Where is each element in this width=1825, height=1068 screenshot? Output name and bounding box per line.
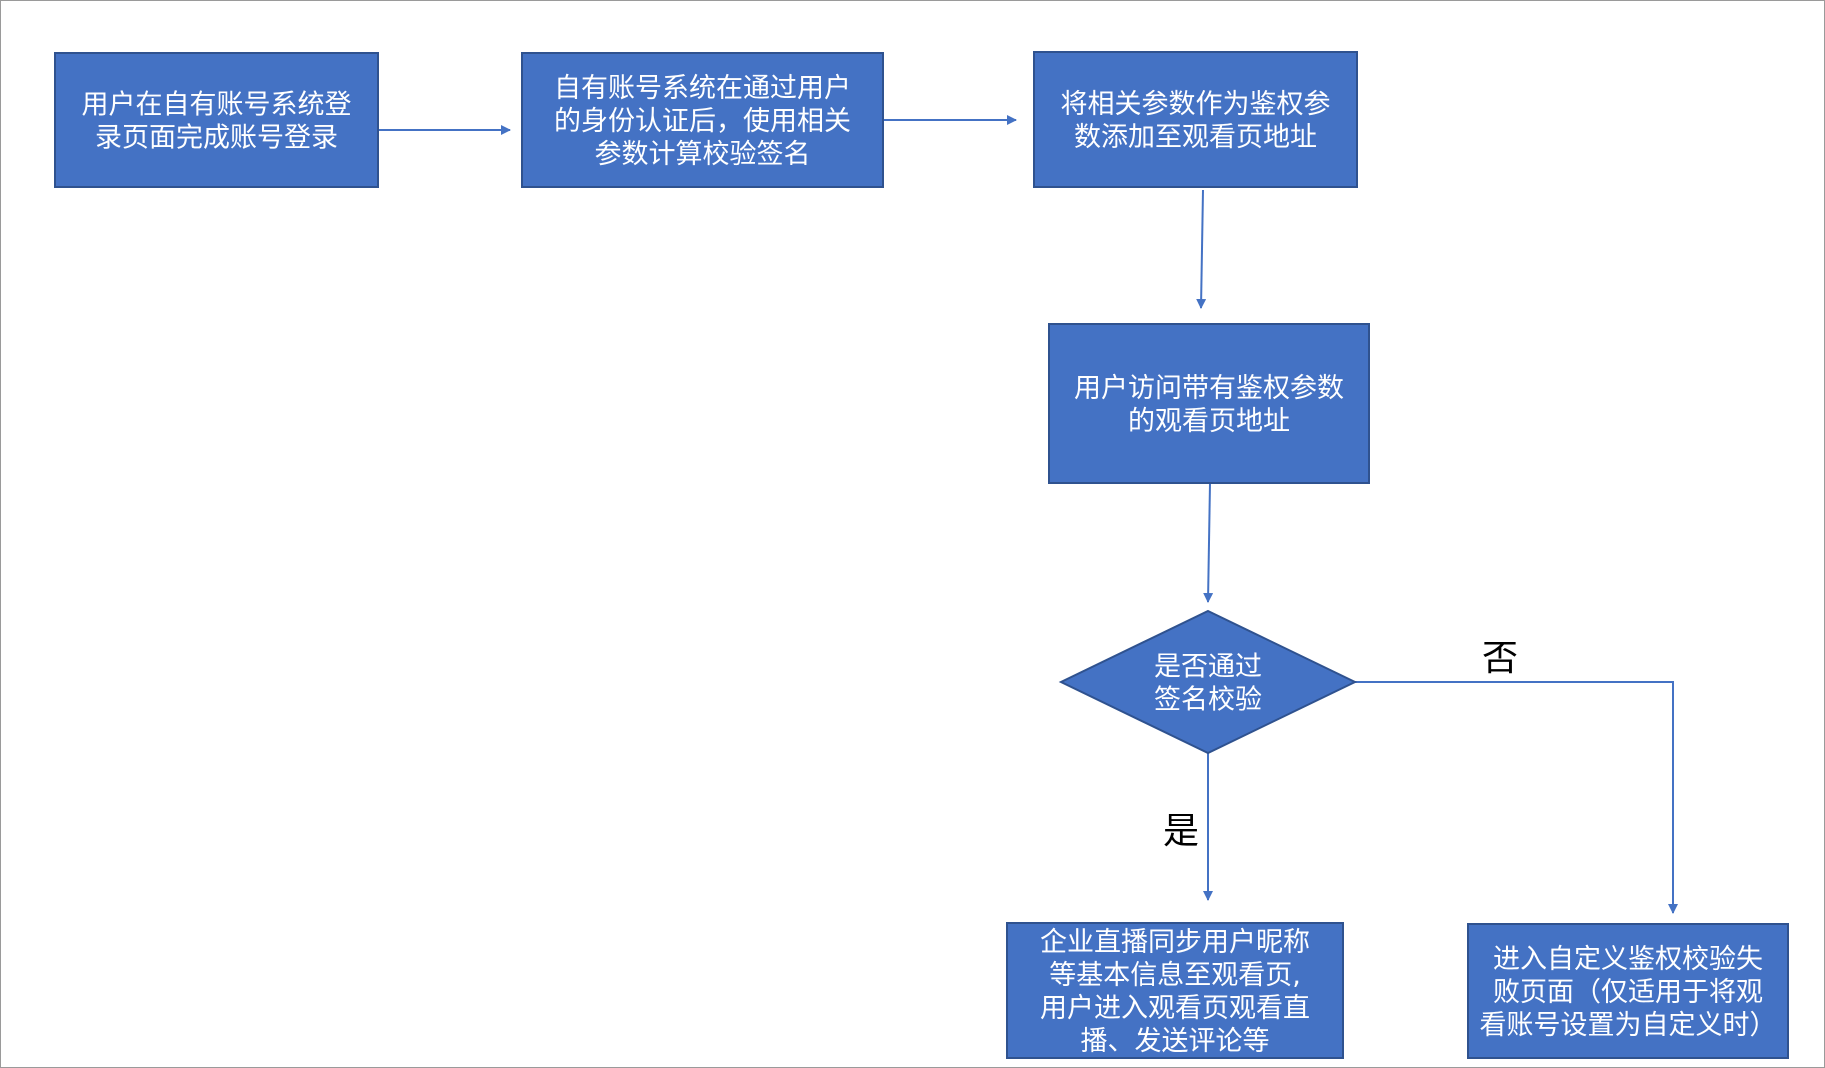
node-text-line: 播、发送评论等 (1081, 1026, 1270, 1057)
edge-labels-layer: 是否 (1163, 638, 1518, 852)
process-box-shape (1048, 323, 1370, 484)
node-text-line: 用户在自有账号系统登 (82, 90, 352, 121)
node-text-line: 自有账号系统在通过用户 (554, 73, 851, 104)
node-text-line: 录页面完成账号登录 (95, 123, 338, 154)
node-text-line: 参数计算校验签名 (595, 139, 811, 170)
node-text-line: 的身份认证后，使用相关 (554, 106, 851, 137)
node-text-line: 将相关参数作为鉴权参 (1061, 89, 1331, 120)
edges-layer (378, 115, 1678, 914)
node-text-line: 用户访问带有鉴权参数 (1074, 373, 1344, 404)
edge-step3-params-to-step4-visit (1196, 189, 1207, 309)
node-text-line: 败页面（仅适用于将观 (1493, 977, 1763, 1008)
node-text-line: 数添加至观看页地址 (1074, 122, 1317, 153)
process-box-shape (54, 52, 379, 188)
node-text-line: 用户进入观看页观看直 (1040, 993, 1310, 1024)
process-box-shape (1467, 923, 1789, 1059)
node-text-line: 等基本信息至观看页, (1049, 960, 1301, 991)
process-box-shape (1033, 51, 1358, 188)
node-text-line: 是否通过 (1154, 652, 1262, 683)
edge-label-result-fail: 否 (1482, 638, 1518, 679)
node-text-line: 进入自定义鉴权校验失 (1493, 944, 1763, 975)
process-box-shape (1006, 922, 1344, 1059)
edge-decision-verify-to-result-fail (1355, 681, 1678, 914)
node-text-line: 看账号设置为自定义时） (1480, 1010, 1777, 1041)
node-text-line: 的观看页地址 (1128, 406, 1290, 437)
edge-label-result-success: 是 (1163, 811, 1199, 852)
node-text-line: 企业直播同步用户昵称 (1040, 927, 1310, 958)
node-text-line: 签名校验 (1154, 685, 1262, 716)
process-box-shape (521, 52, 884, 188)
edge-step4-visit-to-decision-verify (1203, 482, 1214, 603)
decision-diamond-shape (1058, 609, 1358, 755)
